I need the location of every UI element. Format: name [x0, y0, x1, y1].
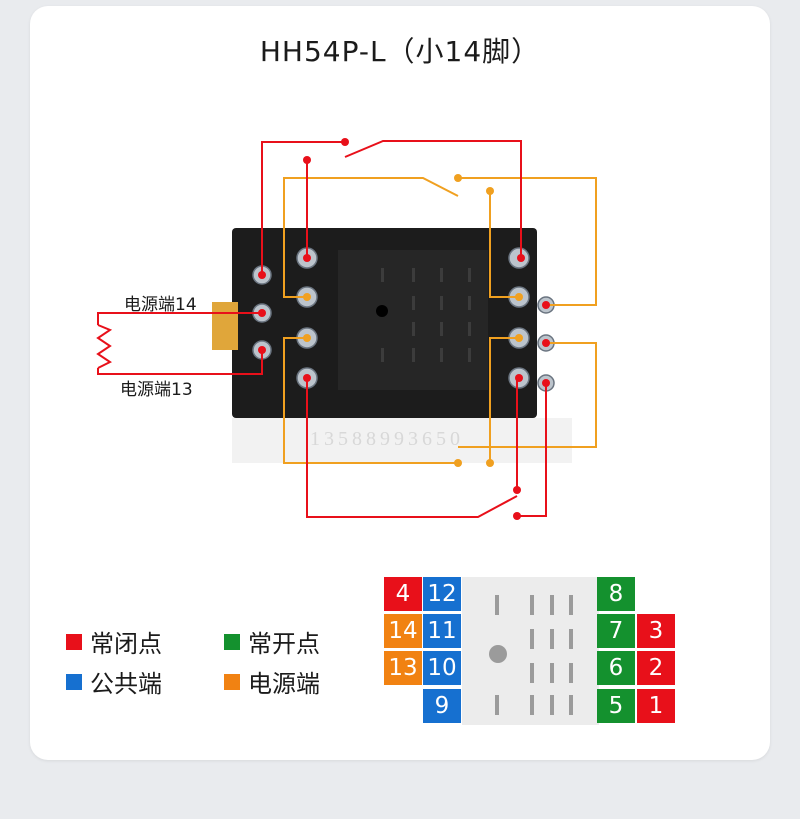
pin-left-inner-3: 9 — [423, 689, 461, 723]
pin-left-outer-2: 13 — [384, 651, 422, 685]
legend-swatch-green — [224, 633, 240, 650]
relay-socket-photo — [212, 228, 572, 463]
legend-no: 常开点 — [224, 624, 320, 659]
pin-left-inner-2: 10 — [423, 651, 461, 685]
pin-left-inner-0: 12 — [423, 577, 461, 611]
legend-common: 公共端 — [66, 664, 162, 699]
pin-right-inner-2: 6 — [597, 651, 635, 685]
legend-nc: 常闭点 — [66, 624, 162, 659]
pin-right-outer-1: 2 — [637, 651, 675, 685]
legend-swatch-blue — [66, 673, 82, 690]
label-power-13: 电源端13 — [120, 380, 193, 400]
legend-swatch-red — [66, 633, 82, 650]
legend-swatch-orange — [224, 673, 240, 690]
watermark-phone: 13588993650 — [310, 428, 464, 450]
label-power-14: 电源端14 — [124, 295, 197, 315]
pin-right-outer-0: 3 — [637, 614, 675, 648]
pin-right-inner-1: 7 — [597, 614, 635, 648]
pin-right-outer-2: 1 — [637, 689, 675, 723]
pin-left-outer-0: 4 — [384, 577, 422, 611]
legend-power: 电源端 — [224, 664, 320, 699]
page-title: HH54P-L（小14脚） — [259, 35, 541, 68]
pin-left-inner-1: 11 — [423, 614, 461, 648]
pin-right-inner-0: 8 — [597, 577, 635, 611]
pin-right-inner-3: 5 — [597, 689, 635, 723]
pin-layout-socket — [462, 577, 599, 725]
pin-left-outer-1: 14 — [384, 614, 422, 648]
